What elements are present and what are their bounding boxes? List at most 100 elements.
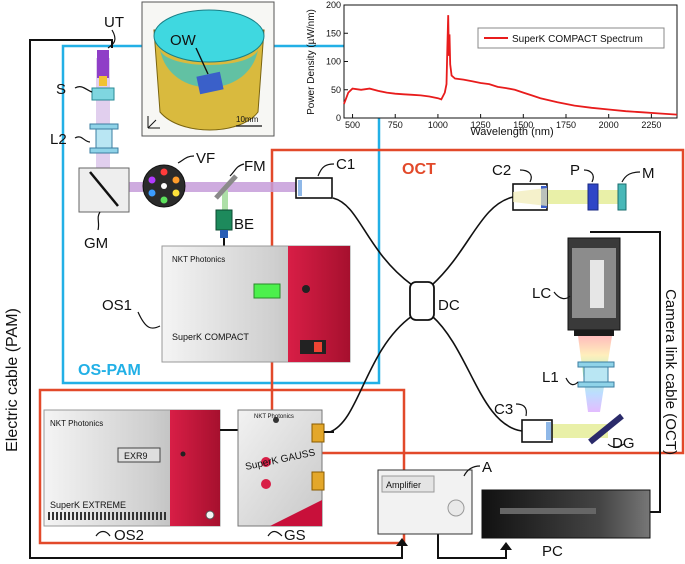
y-tick-label: 50 [331,85,341,95]
vent-slot [144,512,146,520]
spectrum-x-label: Wavelength (nm) [470,126,553,138]
gs-port-1 [311,423,325,443]
a-leader [463,465,481,477]
beam-expander-cap [220,230,228,238]
vent-slot [124,512,126,520]
pc-slot [500,508,596,514]
os1-key-switch [300,340,326,354]
vent-slot [84,512,86,520]
vent-slot [80,512,82,520]
sources-region [38,388,406,545]
spectrum-y-label: Power Density (µW/nm) [306,9,317,115]
gs-led-1 [273,417,279,423]
diffraction-grating [588,413,624,445]
spectrum-series-line [343,15,678,116]
x-tick-label: 1500 [513,120,533,130]
m-leader [621,171,641,183]
vent-slot [48,512,50,520]
fm-leader [229,163,245,177]
x-tick-label: 500 [345,120,360,130]
c3-leader [515,403,527,417]
vent-slot [100,512,102,520]
label-electric-cable: Electric cable (PAM) [4,308,21,452]
label-lc: LC [532,285,551,302]
vent-slot [152,512,154,520]
line-camera-base [574,330,614,336]
os1-brand: NKT Photonics [172,255,225,264]
electric-cable-arrow [396,538,408,546]
gs-body [237,409,323,527]
label-os-pam: OS-PAM [78,362,141,379]
vent-slot [92,512,94,520]
vent-slot [156,512,158,520]
collimator-c1 [295,177,333,199]
electric-cable [29,39,403,559]
os2-display [117,447,161,463]
os2-model: EXR9 [124,451,148,461]
line-camera-label [590,260,604,308]
amplifier-label-plate [381,475,435,493]
lens-l1 [577,361,615,388]
gs-red-corner [270,500,322,526]
vent-slot [64,512,66,520]
ow-leader [195,47,209,75]
vent-slot [76,512,78,520]
label-c2: C2 [492,162,511,179]
spectrum-legend: SuperK COMPACT Spectrum [477,27,665,49]
os2-led [180,451,186,457]
filter-wheel-filters [148,168,180,204]
x-tick-label: 2000 [599,120,619,130]
label-os2: OS2 [114,527,144,544]
spectrum-plot-area [343,4,678,119]
x-tick-label: 2250 [641,120,661,130]
label-oct: OCT [402,161,436,178]
os1-leader [137,311,161,329]
label-dg: DG [612,435,635,452]
label-l2: L2 [50,131,67,148]
vent-slot [148,512,150,520]
sample-inset: 10mm [141,1,275,137]
vent-slot [164,512,166,520]
label-m: M [642,165,655,182]
label-os1: OS1 [102,297,132,314]
y-tick-label: 150 [326,28,341,38]
label-s: S [56,81,66,98]
os2-leader [95,530,111,537]
water-surface [153,9,265,63]
vent-slot [132,512,134,520]
amplifier-label: Amplifier [386,480,421,490]
beam-expander [215,209,233,231]
gs-brand: NKT Photonics [254,414,294,420]
optical-window [196,71,224,95]
y-tick-label: 200 [326,0,341,10]
vent-slot [160,512,162,520]
vent-slot [104,512,106,520]
c2-beam-cone [513,188,547,206]
dg-leader [607,443,625,448]
vent-slot [120,512,122,520]
prism-p [587,183,599,211]
gs-leader [267,530,283,537]
label-ow: OW [170,32,197,49]
y-tick-label: 0 [336,113,341,123]
vent-slot [56,512,58,520]
os1-key [314,342,322,352]
amplifier-knob [447,499,465,517]
water-body [160,50,258,88]
label-vf: VF [196,150,215,167]
amplifier-pc-arrow [500,542,512,550]
x-tick-label: 1000 [428,120,448,130]
collimator-c1-lens [298,180,302,196]
reference-beam [548,190,624,204]
vent-slot [128,512,130,520]
label-a: A [482,459,492,476]
label-gm: GM [84,235,108,252]
lens-l2 [89,123,119,154]
collimator-c3 [521,419,553,443]
optical-fibers [329,196,523,433]
p-leader [583,169,594,183]
s-leader [74,86,93,93]
